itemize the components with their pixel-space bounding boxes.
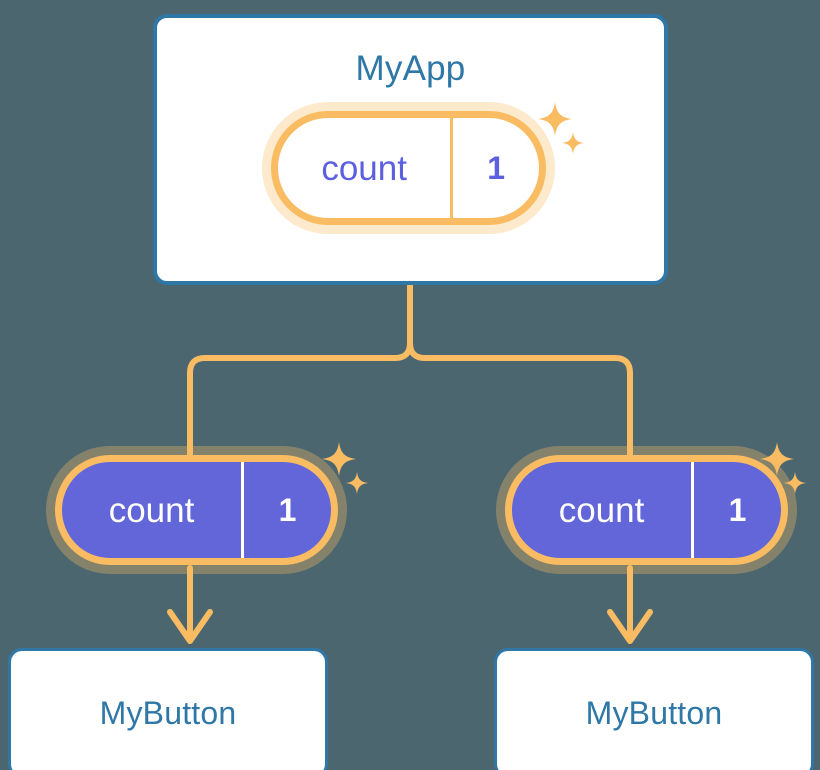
arrow-down-icon-right	[607, 609, 653, 644]
wire-root-to-left	[187, 282, 413, 460]
signal-pill-root[interactable]: count 1	[271, 111, 546, 225]
component-label: MyButton	[99, 694, 237, 731]
signal-pill-child-left[interactable]: count 1	[55, 455, 338, 565]
signal-pill-child-right[interactable]: count 1	[505, 455, 788, 565]
arrow-down-icon-left	[167, 609, 213, 644]
signal-name: count	[558, 490, 645, 530]
signal-pill-body[interactable]: count 1	[505, 455, 788, 565]
signal-name: count	[108, 490, 195, 530]
signal-pill-body[interactable]: count 1	[271, 111, 546, 225]
component-card-mybutton-right[interactable]: MyButton	[494, 648, 814, 770]
sparkle-icon	[346, 472, 368, 494]
signal-pill-body[interactable]: count 1	[55, 455, 338, 565]
signal-value: 1	[450, 118, 539, 218]
component-card-mybutton-left[interactable]: MyButton	[8, 648, 328, 770]
wire-root-to-right	[407, 282, 633, 460]
page-title: MyApp	[355, 49, 466, 88]
signal-value: 1	[691, 462, 781, 558]
component-label: MyButton	[585, 694, 723, 731]
signal-name: count	[321, 148, 407, 188]
signal-value: 1	[241, 462, 331, 558]
